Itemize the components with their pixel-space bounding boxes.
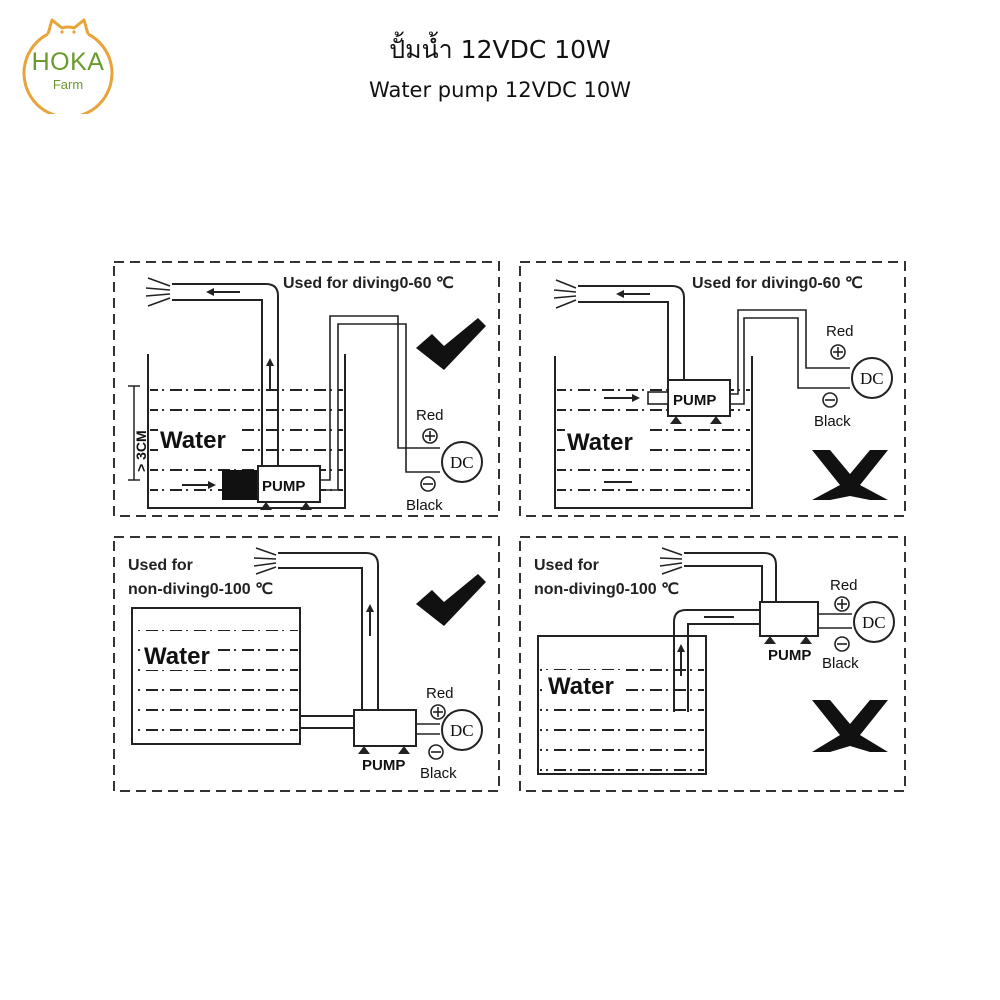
panel-label-line2: non-diving0-100 ℃: [128, 581, 273, 598]
hoka-farm-logo: HOKA Farm: [18, 14, 118, 119]
black-wire-label: Black: [814, 413, 851, 430]
spray-icon: [553, 279, 577, 309]
check-icon: [416, 574, 486, 626]
black-wire-label: Black: [406, 497, 443, 514]
minus-icon: [428, 744, 444, 760]
page-title-english: Water pump 12VDC 10W: [369, 78, 631, 102]
pump-label: PUMP: [768, 647, 811, 664]
pump-body: [353, 709, 417, 747]
red-wire-label: Red: [830, 577, 858, 594]
water-label: Water: [144, 643, 210, 670]
water-label: Water: [160, 427, 226, 454]
red-wire-label: Red: [826, 323, 854, 340]
plus-icon: [422, 428, 438, 444]
water-label: Water: [567, 429, 633, 456]
dc-power-icon: [441, 709, 483, 751]
panel-border: [113, 536, 500, 792]
water-label: Water: [548, 673, 614, 700]
minus-icon: [420, 476, 436, 492]
minus-icon: [834, 636, 850, 652]
water-tank: [147, 354, 346, 509]
panel-label: Used for diving0-60 ℃: [283, 275, 454, 292]
black-wire-label: Black: [822, 655, 859, 672]
check-icon: [416, 318, 486, 370]
page-title-thai: ปั้มน้ำ 12VDC 10W: [389, 35, 611, 64]
panel-border: [113, 261, 500, 517]
black-wire-label: Black: [420, 765, 457, 782]
cross-icon: [812, 700, 888, 752]
dc-power-icon: [851, 357, 893, 399]
plus-icon: [834, 596, 850, 612]
pump-intake-grille: [222, 470, 258, 500]
spray-icon: [253, 547, 277, 575]
water-tank: [537, 635, 707, 775]
logo-text: HOKA: [31, 48, 105, 76]
dc-label: DC: [450, 721, 474, 740]
panel-diving-correct: Used for diving0-60 ℃ Water > 3CM PUMP: [113, 261, 500, 517]
dc-power-icon: [853, 601, 895, 643]
depth-label: > 3CM: [133, 430, 149, 472]
logo-subtext: Farm: [52, 77, 84, 92]
plus-icon: [830, 344, 846, 360]
panel-border: [519, 536, 906, 792]
pump-label: PUMP: [262, 478, 305, 495]
spray-icon: [145, 277, 171, 307]
panel-label-line2: non-diving0-100 ℃: [534, 581, 679, 598]
panel-label: Used for diving0-60 ℃: [692, 275, 863, 292]
dc-label: DC: [450, 453, 474, 472]
panel-label-line1: Used for: [534, 557, 599, 574]
water-tank: [554, 356, 753, 509]
red-wire-label: Red: [416, 407, 444, 424]
dc-power-icon: [441, 441, 483, 483]
cross-icon: [812, 450, 888, 500]
pump-body: [257, 465, 321, 503]
plus-icon: [430, 704, 446, 720]
minus-icon: [822, 392, 838, 408]
panel-diving-incorrect: Used for diving0-60 ℃ Water PUMP DC Red …: [519, 261, 906, 517]
pump-label: PUMP: [673, 392, 716, 409]
panel-border: [519, 261, 906, 517]
panel-non-diving-correct: Used for non-diving0-100 ℃ Water PUMP DC…: [113, 536, 500, 792]
pump-body: [759, 601, 819, 637]
panel-non-diving-incorrect: Used for non-diving0-100 ℃ Water PUMP DC…: [519, 536, 906, 792]
pump-label: PUMP: [362, 757, 405, 774]
red-wire-label: Red: [426, 685, 454, 702]
spray-icon: [659, 547, 683, 575]
dc-label: DC: [860, 369, 884, 388]
panel-label-line1: Used for: [128, 557, 193, 574]
dc-label: DC: [862, 613, 886, 632]
water-tank: [131, 607, 301, 745]
pump-body: [667, 379, 731, 417]
